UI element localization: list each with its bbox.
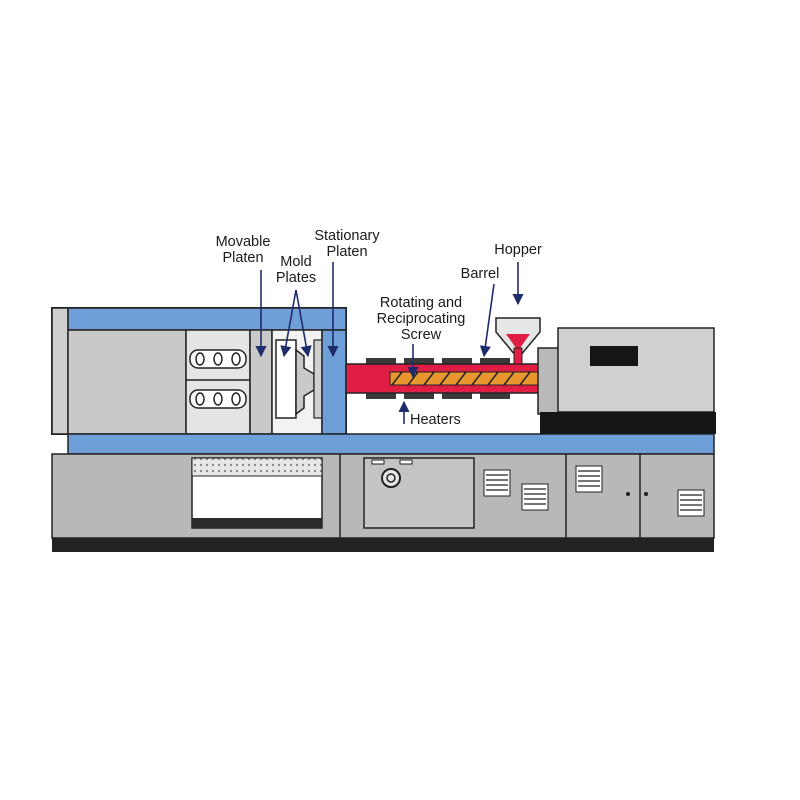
label-movable-platen-1: Movable — [216, 234, 271, 250]
label-screw-1: Rotating and — [380, 295, 462, 311]
toggle-linkage — [185, 329, 251, 435]
label-stationary-platen-2: Platen — [326, 244, 367, 260]
label-mold-plates-1: Mold — [280, 254, 311, 270]
base-top-rail — [67, 433, 715, 455]
mold-plates-arrow-right — [295, 289, 312, 358]
barrel-arrow — [479, 283, 495, 358]
callout-arrows — [255, 262, 524, 424]
label-stationary-platen-1: Stationary — [314, 228, 380, 244]
stationary-platen — [321, 329, 347, 435]
label-screw-2: Reciprocating — [377, 311, 466, 327]
label-hopper: Hopper — [494, 242, 542, 258]
hopper — [495, 317, 541, 365]
drive-unit — [537, 327, 716, 434]
label-heaters: Heaters — [410, 412, 461, 428]
control-knob — [381, 468, 401, 488]
heater-bands — [366, 358, 510, 399]
mold-plates-arrow-left — [280, 289, 297, 358]
label-screw-3: Screw — [401, 327, 442, 343]
label-movable-platen-2: Platen — [222, 250, 263, 266]
mold-plates — [271, 329, 323, 435]
base-bottom-bar — [52, 538, 714, 552]
vent-grilles — [483, 465, 705, 517]
frame-left-gray-block — [51, 307, 69, 435]
rear-block — [67, 329, 187, 435]
filter-mesh — [191, 457, 323, 477]
frame-top-blue-bar — [67, 307, 347, 331]
machine-base — [51, 433, 715, 552]
label-mold-plates-2: Plates — [276, 270, 316, 286]
label-barrel: Barrel — [461, 266, 500, 282]
